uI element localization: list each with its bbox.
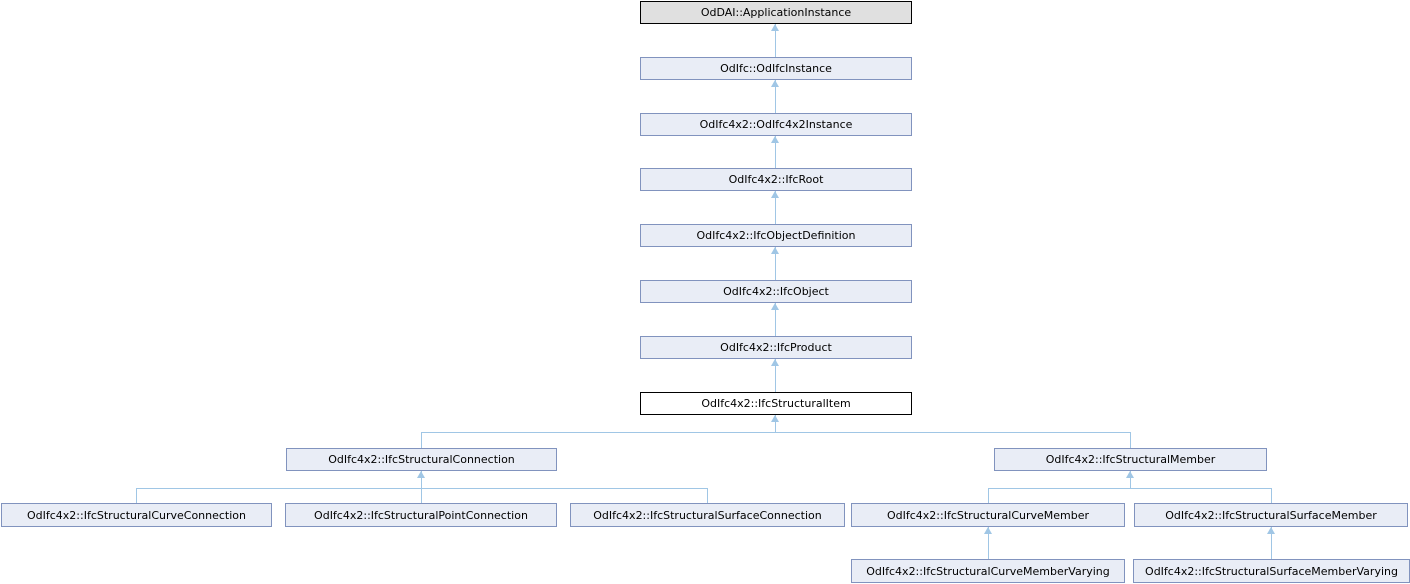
node-ifcstructuralcurveconnection[interactable]: OdIfc4x2::IfcStructuralCurveConnection: [1, 503, 272, 527]
inheritance-arrow-icon: [984, 527, 992, 534]
inheritance-arrow-icon: [771, 303, 779, 310]
edge-line-vertical: [1271, 527, 1272, 559]
edge-line-vertical: [775, 303, 776, 336]
inheritance-arrow-icon: [771, 80, 779, 87]
edge-line-horizontal: [988, 488, 1271, 489]
node-ifcstructuralsurfaceconnection[interactable]: OdIfc4x2::IfcStructuralSurfaceConnection: [570, 503, 845, 527]
node-ifcobject[interactable]: OdIfc4x2::IfcObject: [640, 280, 912, 303]
edge-line-vertical: [988, 527, 989, 559]
edge-line-vertical: [421, 432, 422, 448]
edge-line-vertical: [775, 247, 776, 280]
edge-line-vertical: [136, 488, 137, 503]
node-odifc4x2instance[interactable]: OdIfc4x2::OdIfc4x2Instance: [640, 113, 912, 136]
edge-line-vertical: [775, 136, 776, 168]
edge-line-vertical: [421, 471, 422, 489]
edge-line-vertical: [988, 488, 989, 503]
edge-line-vertical: [775, 191, 776, 224]
edge-line-horizontal: [421, 432, 1130, 433]
node-ifcstructuralsurfacemembervarying[interactable]: OdIfc4x2::IfcStructuralSurfaceMemberVary…: [1133, 559, 1410, 583]
edge-line-vertical: [1130, 432, 1131, 448]
node-ifcstructuralconnection[interactable]: OdIfc4x2::IfcStructuralConnection: [286, 448, 557, 471]
inheritance-arrow-icon: [1267, 527, 1275, 534]
edge-line-vertical: [775, 80, 776, 113]
node-ifcobjectdefinition[interactable]: OdIfc4x2::IfcObjectDefinition: [640, 224, 912, 247]
edge-line-vertical: [707, 488, 708, 503]
node-ifcstructuralcurvemembervarying[interactable]: OdIfc4x2::IfcStructuralCurveMemberVaryin…: [851, 559, 1125, 583]
node-ifcstructuralpointconnection[interactable]: OdIfc4x2::IfcStructuralPointConnection: [285, 503, 557, 527]
edge-line-vertical: [775, 359, 776, 392]
node-ifcstructuralsurfacemember[interactable]: OdIfc4x2::IfcStructuralSurfaceMember: [1134, 503, 1408, 527]
node-ifcproduct[interactable]: OdIfc4x2::IfcProduct: [640, 336, 912, 359]
inheritance-arrow-icon: [771, 359, 779, 366]
edge-line-vertical: [1271, 488, 1272, 503]
inheritance-arrow-icon: [771, 247, 779, 254]
edge-line-vertical: [775, 415, 776, 433]
node-ifcstructuralmember[interactable]: OdIfc4x2::IfcStructuralMember: [994, 448, 1267, 471]
inheritance-arrow-icon: [771, 24, 779, 31]
edge-line-horizontal: [136, 488, 708, 489]
edge-line-vertical: [421, 488, 422, 503]
edge-line-vertical: [1130, 471, 1131, 489]
node-applicationinstance: OdDAI::ApplicationInstance: [640, 1, 912, 24]
node-odifcinstance[interactable]: OdIfc::OdIfcInstance: [640, 57, 912, 80]
node-ifcroot[interactable]: OdIfc4x2::IfcRoot: [640, 168, 912, 191]
node-ifcstructuralitem: OdIfc4x2::IfcStructuralItem: [640, 392, 912, 415]
inheritance-arrow-icon: [771, 136, 779, 143]
node-ifcstructuralcurvemember[interactable]: OdIfc4x2::IfcStructuralCurveMember: [851, 503, 1125, 527]
inheritance-arrow-icon: [771, 191, 779, 198]
edge-line-vertical: [775, 24, 776, 57]
